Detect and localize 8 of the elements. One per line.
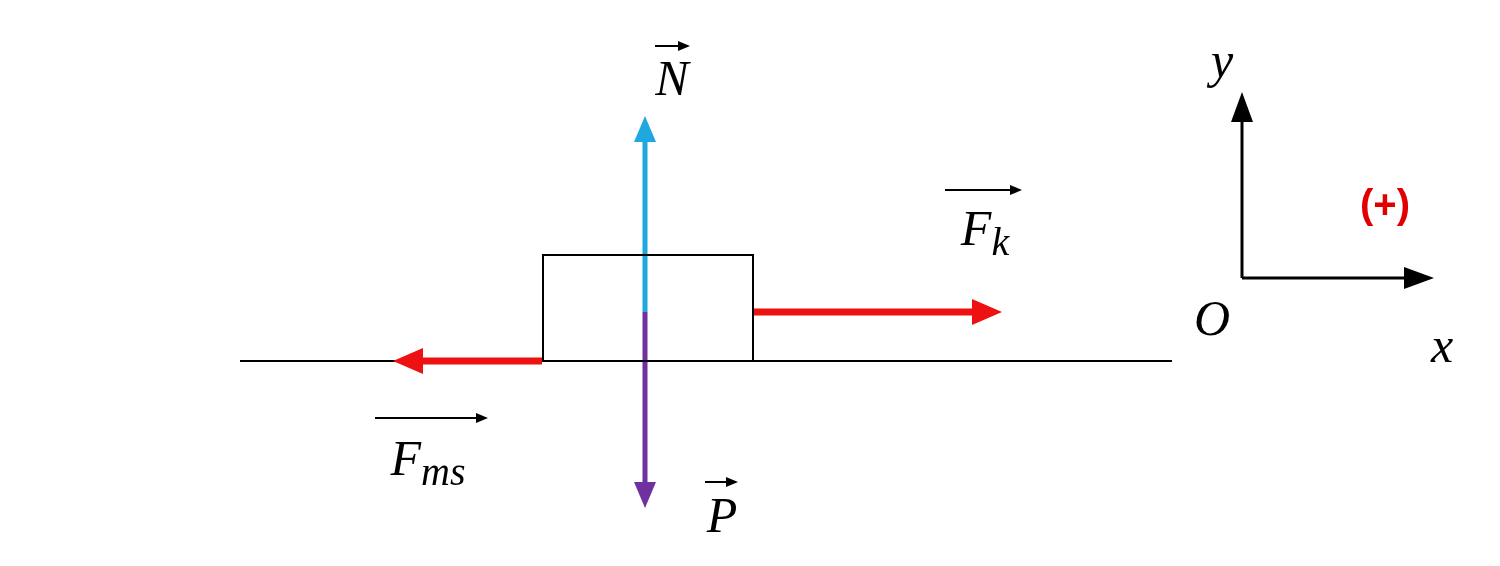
force-label: N (655, 53, 689, 103)
axis-label: x (1430, 320, 1454, 370)
force-label: F$_{ms}$ (390, 432, 466, 492)
force-label: P (706, 490, 738, 540)
sign-label: (+) (1360, 184, 1410, 224)
block (542, 254, 754, 362)
force-label: F$_{k}$ (960, 202, 1010, 262)
origin-label: O (1193, 293, 1231, 343)
